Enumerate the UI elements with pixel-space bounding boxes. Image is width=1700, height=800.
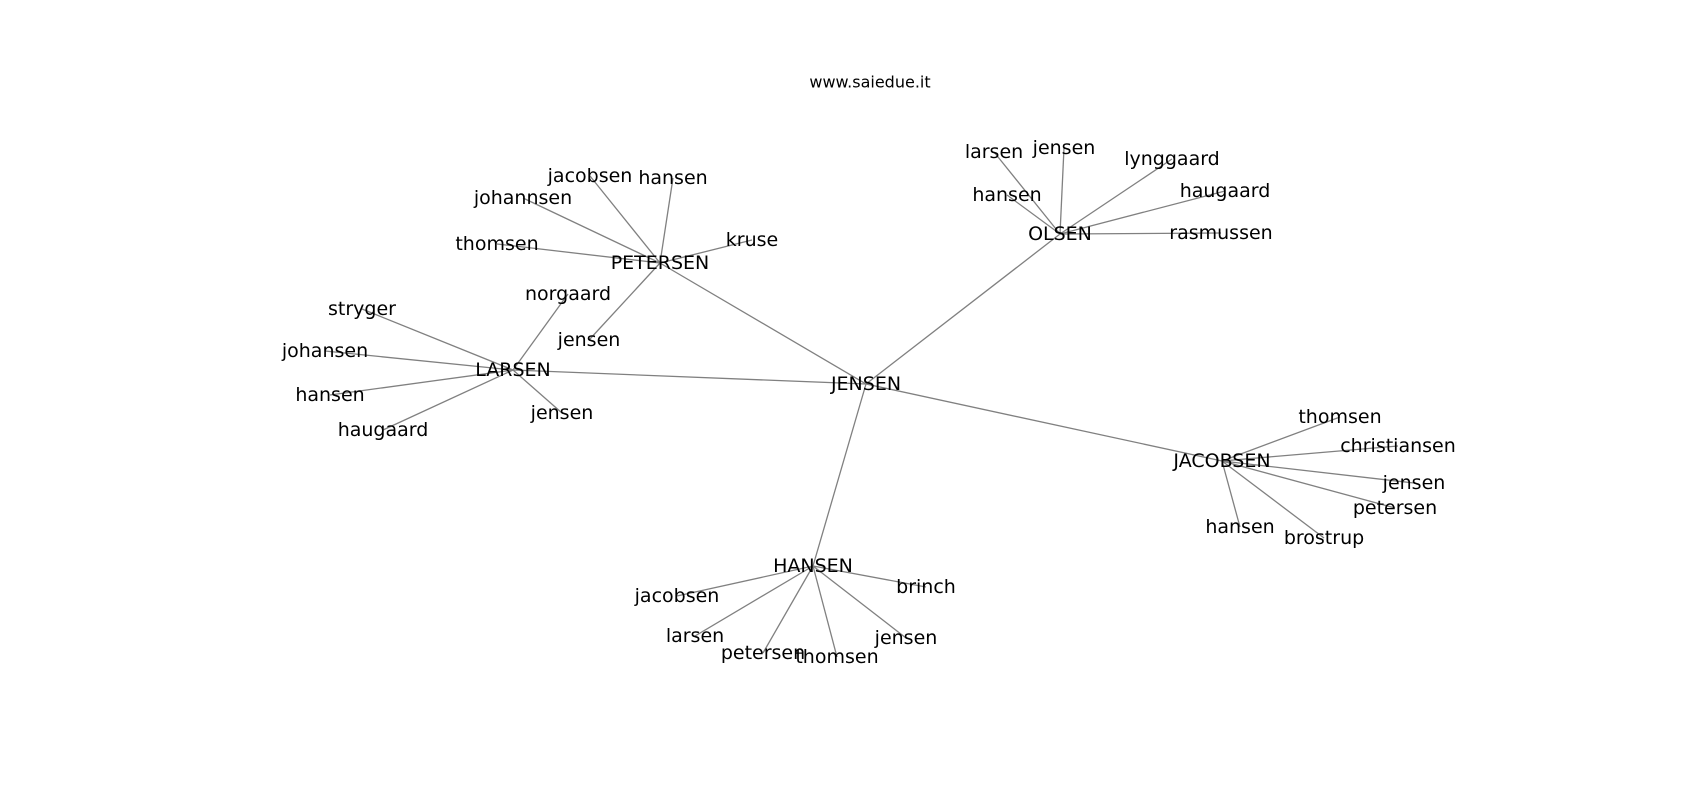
leaf-node-o-haugaard: haugaard — [1180, 180, 1271, 202]
leaf-node-l-jensen: jensen — [530, 402, 594, 424]
edge-petersen-p_jacobsen — [589, 175, 661, 264]
leaf-node-l-norgaard: norgaard — [525, 283, 611, 305]
labels-layer: JENSEN PETERSEN OLSEN LARSEN JACOBSEN HANSEN j… — [281, 137, 1456, 668]
edge-olsen-o_jensen — [1059, 147, 1065, 235]
leaf-node-p-jacobsen: jacobsen — [547, 165, 633, 187]
edge-jacobsen-j_hansen — [1221, 460, 1241, 528]
leaf-node-p-jensen: jensen — [557, 329, 621, 351]
edge-hansen-h_petersen — [762, 565, 814, 654]
edge-olsen-o_larsen — [993, 151, 1061, 235]
hub-node-jacobsen: JACOBSEN — [1172, 450, 1270, 472]
graph-title: www.saiedue.it — [809, 73, 930, 92]
edge-petersen-p_jensen — [588, 262, 661, 341]
edge-hansen-h_jensen — [812, 565, 907, 639]
hub-node-olsen: OLSEN — [1028, 223, 1092, 245]
leaf-node-l-haugaard: haugaard — [338, 419, 429, 441]
edge-jacobsen-j_christiansen — [1221, 445, 1399, 462]
leaf-node-o-larsen: larsen — [965, 141, 1023, 163]
edge-hansen-h_larsen — [694, 565, 814, 637]
leaf-node-l-hansen: hansen — [295, 384, 364, 406]
leaf-node-p-kruse: kruse — [726, 229, 778, 251]
leaf-node-o-lynggaard: lynggaard — [1124, 148, 1220, 170]
leaf-node-p-thomsen: thomsen — [455, 233, 538, 255]
leaf-node-h-larsen: larsen — [666, 625, 724, 647]
leaf-node-j-hansen: hansen — [1205, 516, 1274, 538]
edge-jensen_c-hansen — [812, 383, 867, 567]
edge-larsen-l_norgaard — [512, 293, 569, 371]
leaf-node-h-thomsen: thomsen — [795, 646, 878, 668]
edge-olsen-o_haugaard — [1059, 190, 1226, 235]
edges-layer — [324, 147, 1415, 658]
leaf-node-j-brostrup: brostrup — [1284, 527, 1364, 549]
edge-hansen-h_brinch — [812, 565, 927, 588]
leaf-node-h-jacobsen: jacobsen — [634, 585, 720, 607]
edge-hansen-h_jacobsen — [676, 565, 814, 597]
edge-jensen_c-larsen — [512, 369, 867, 385]
hub-node-petersen: PETERSEN — [611, 252, 710, 274]
leaf-node-o-hansen: hansen — [972, 184, 1041, 206]
hub-node-larsen: LARSEN — [475, 359, 551, 381]
edge-larsen-l_johansen — [324, 350, 514, 371]
leaf-node-j-thomsen: thomsen — [1298, 406, 1381, 428]
edge-larsen-l_jensen — [512, 369, 563, 414]
leaf-node-l-johansen: johansen — [281, 340, 368, 362]
edge-olsen-o_rasmussen — [1059, 232, 1222, 235]
leaf-node-h-jensen: jensen — [874, 627, 938, 649]
edge-jensen_c-jacobsen — [865, 383, 1223, 462]
edge-jacobsen-j_jensen — [1221, 460, 1415, 484]
leaf-node-j-petersen: petersen — [1353, 497, 1437, 519]
hub-node-hansen: HANSEN — [773, 555, 853, 577]
edge-petersen-p_hansen — [659, 177, 674, 264]
edge-petersen-p_kruse — [659, 239, 753, 264]
leaf-node-p-hansen: hansen — [638, 167, 707, 189]
edge-jensen_c-olsen — [865, 233, 1061, 385]
leaf-node-o-jensen: jensen — [1032, 137, 1096, 159]
leaf-node-j-jensen: jensen — [1382, 472, 1446, 494]
leaf-node-j-christiansen: christiansen — [1340, 435, 1456, 457]
leaf-node-p-johannsen: johannsen — [473, 187, 572, 209]
edge-olsen-o_lynggaard — [1059, 158, 1173, 235]
edge-jacobsen-j_brostrup — [1221, 460, 1325, 539]
edge-larsen-l_haugaard — [382, 369, 514, 431]
edge-jacobsen-j_petersen — [1221, 460, 1396, 509]
edge-petersen-p_thomsen — [496, 243, 661, 264]
edge-jensen_c-petersen — [659, 262, 867, 385]
leaf-node-l-stryger: stryger — [328, 298, 396, 320]
edge-jacobsen-j_thomsen — [1221, 416, 1341, 462]
edge-larsen-l_stryger — [361, 308, 514, 371]
edge-petersen-p_johannsen — [522, 197, 661, 264]
edge-olsen-o_hansen — [1006, 194, 1061, 235]
leaf-node-o-rasmussen: rasmussen — [1169, 222, 1272, 244]
edge-larsen-l_hansen — [329, 369, 514, 396]
hub-node-jensen-c: JENSEN — [830, 373, 901, 395]
leaf-node-h-petersen: petersen — [721, 642, 805, 664]
leaf-node-h-brinch: brinch — [896, 576, 956, 598]
edge-hansen-h_thomsen — [812, 565, 838, 658]
